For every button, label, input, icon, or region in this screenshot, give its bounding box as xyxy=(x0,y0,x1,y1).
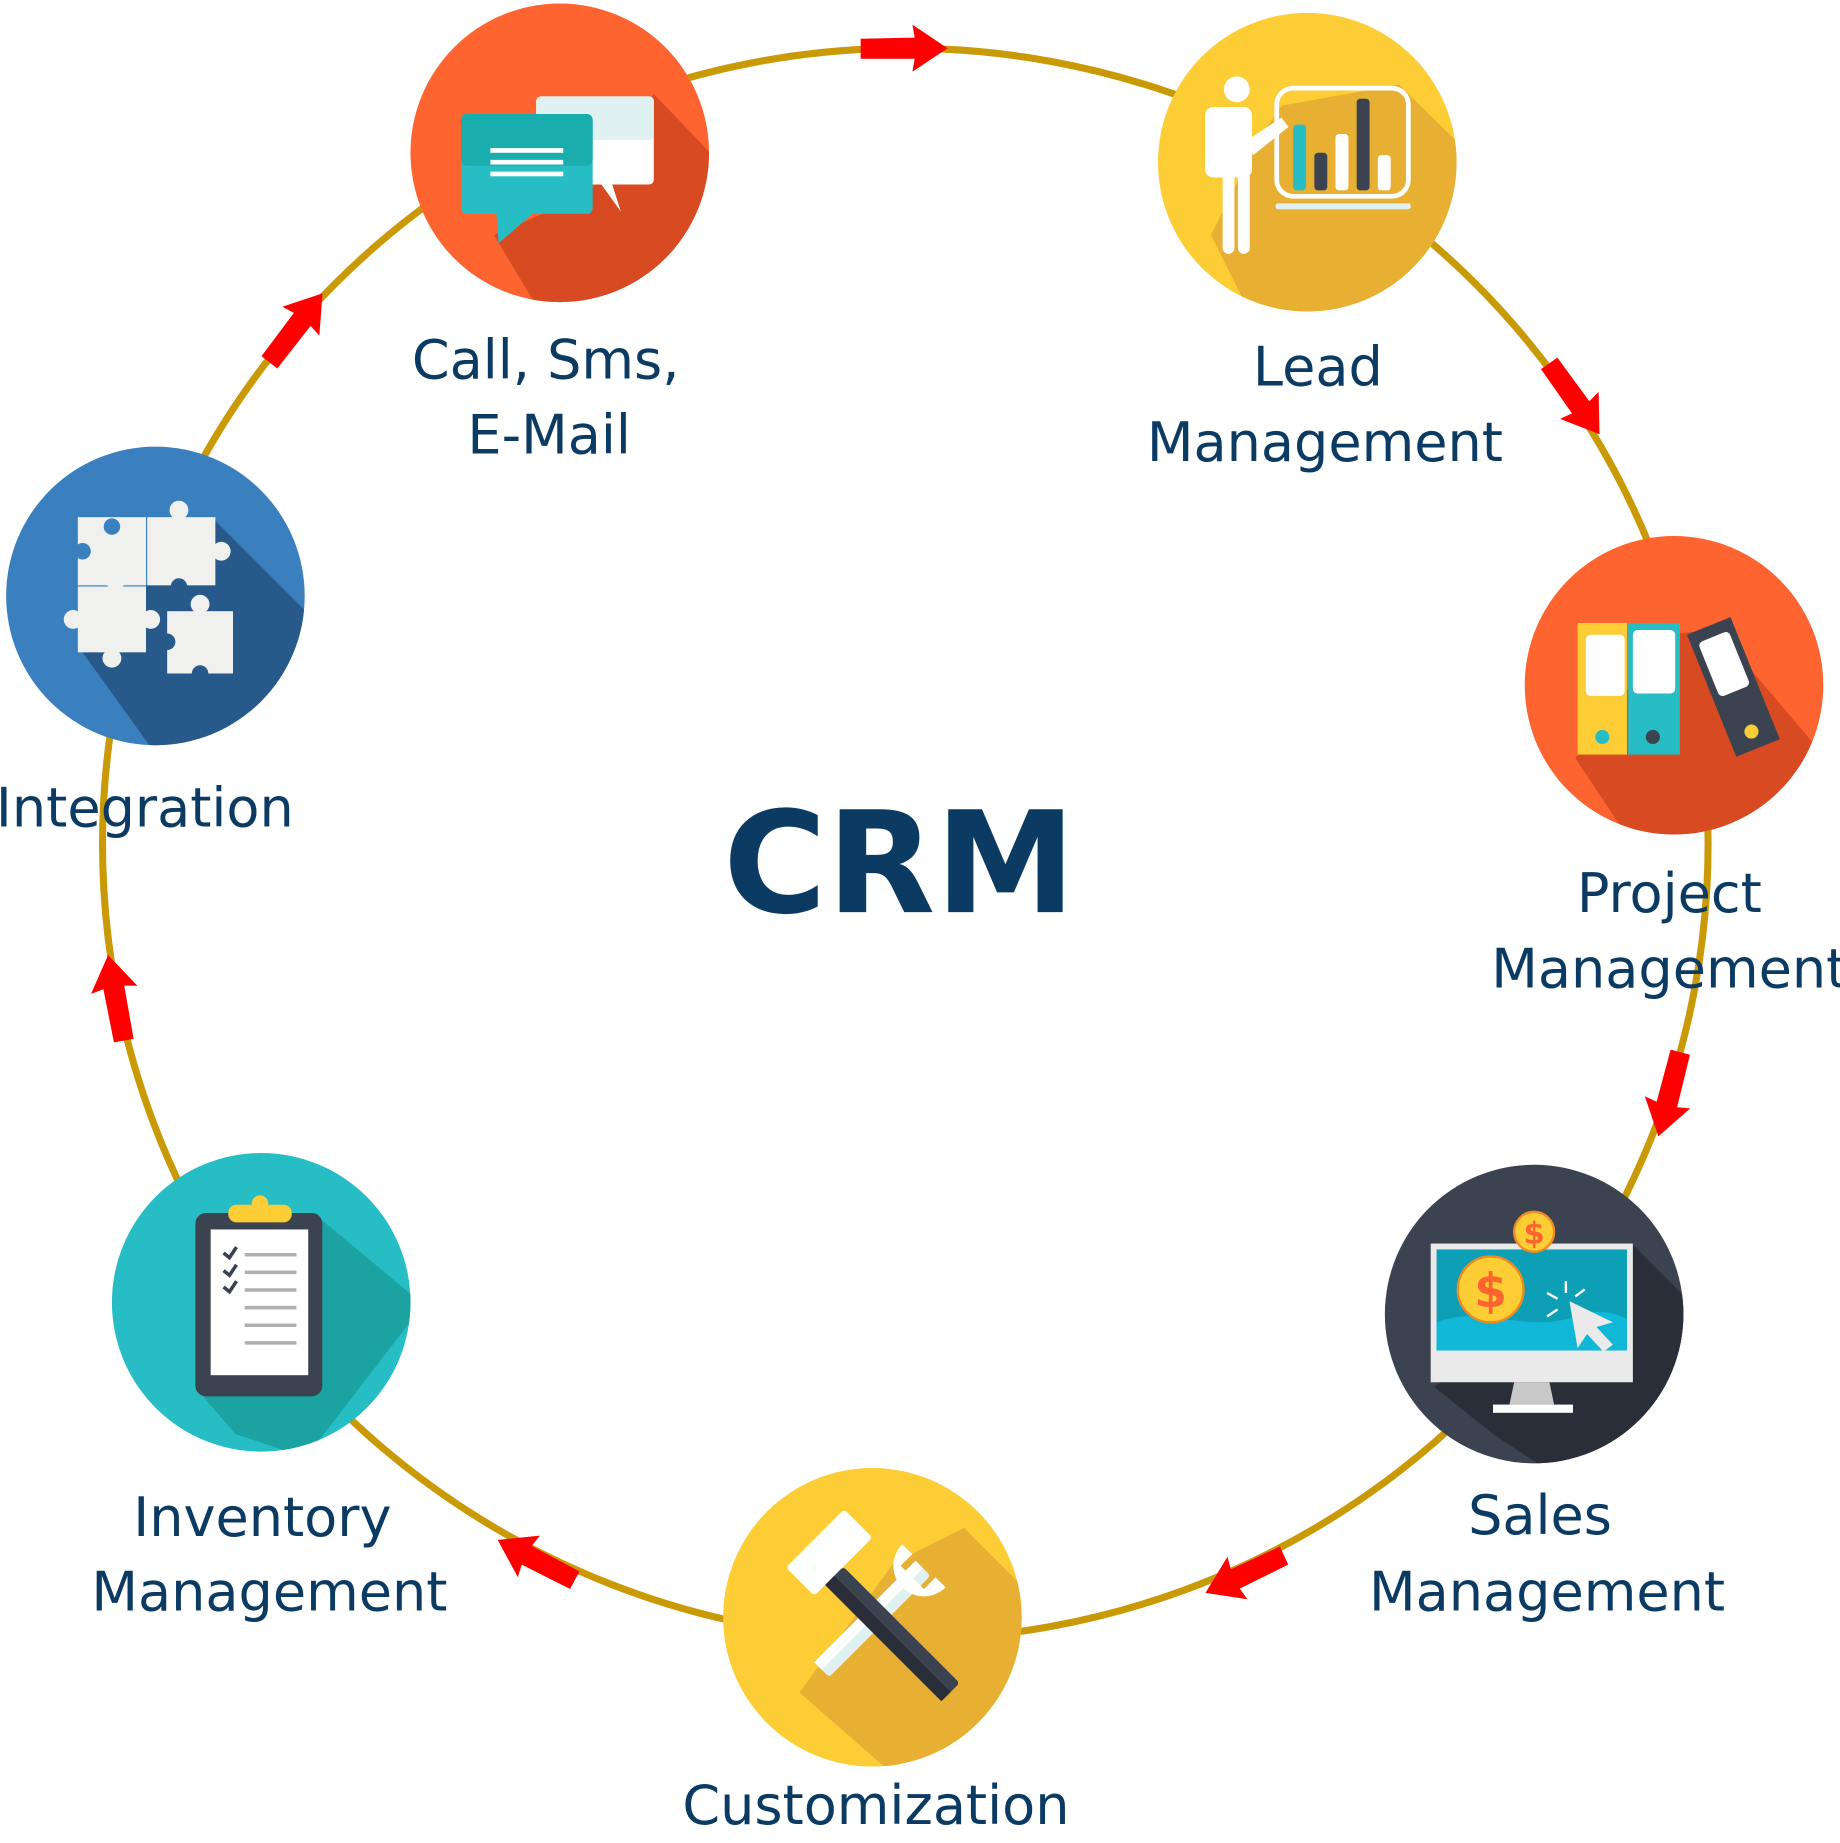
puzzle-icon xyxy=(63,500,233,682)
svg-text:$: $ xyxy=(1474,1264,1507,1319)
node-label: Management xyxy=(1491,937,1840,1000)
wrench-hammer-icon xyxy=(787,1510,959,1702)
node-inventory-management: Inventory Management xyxy=(91,1153,447,1623)
node-label: Customization xyxy=(682,1774,1069,1837)
arrow-6 xyxy=(91,955,138,1043)
arrow-3 xyxy=(1644,1049,1691,1137)
node-label: Management xyxy=(1369,1560,1725,1623)
node-lead-management: Lead Management xyxy=(1147,12,1503,474)
node-label: Integration xyxy=(0,776,294,839)
node-project-management: Project Management xyxy=(1491,535,1840,1000)
node-label: E-Mail xyxy=(467,404,630,467)
node-label: Project xyxy=(1577,862,1762,925)
arrow-5 xyxy=(497,1535,580,1590)
svg-text:$: $ xyxy=(1524,1217,1545,1252)
node-call-sms-email: Call, Sms, E-Mail xyxy=(410,3,710,467)
node-label: Inventory xyxy=(133,1486,391,1549)
clipboard-checklist-icon xyxy=(195,1195,323,1397)
binders-icon xyxy=(1577,617,1780,757)
arrow-7 xyxy=(261,293,323,369)
node-customization: Customization xyxy=(682,1468,1069,1837)
node-integration: Integration xyxy=(0,446,305,839)
node-label: Lead xyxy=(1253,336,1383,399)
arrow-1 xyxy=(860,24,948,72)
monitor-dollar-icon: $ $ xyxy=(1430,1210,1633,1413)
node-label: Management xyxy=(1147,411,1503,474)
arrow-2 xyxy=(1540,357,1600,435)
chat-bubbles-icon xyxy=(461,96,654,244)
node-label: Management xyxy=(91,1560,447,1623)
flow-arrows xyxy=(91,24,1691,1600)
presentation-chart-icon xyxy=(1205,76,1411,254)
diagram-title: CRM xyxy=(723,782,1075,946)
long-shadow xyxy=(493,94,710,303)
node-label: Sales xyxy=(1468,1484,1612,1547)
node-sales-management: $ $ Sales Management xyxy=(1369,1164,1725,1623)
node-label: Call, Sms, xyxy=(412,328,680,391)
arrow-4 xyxy=(1205,1546,1289,1600)
